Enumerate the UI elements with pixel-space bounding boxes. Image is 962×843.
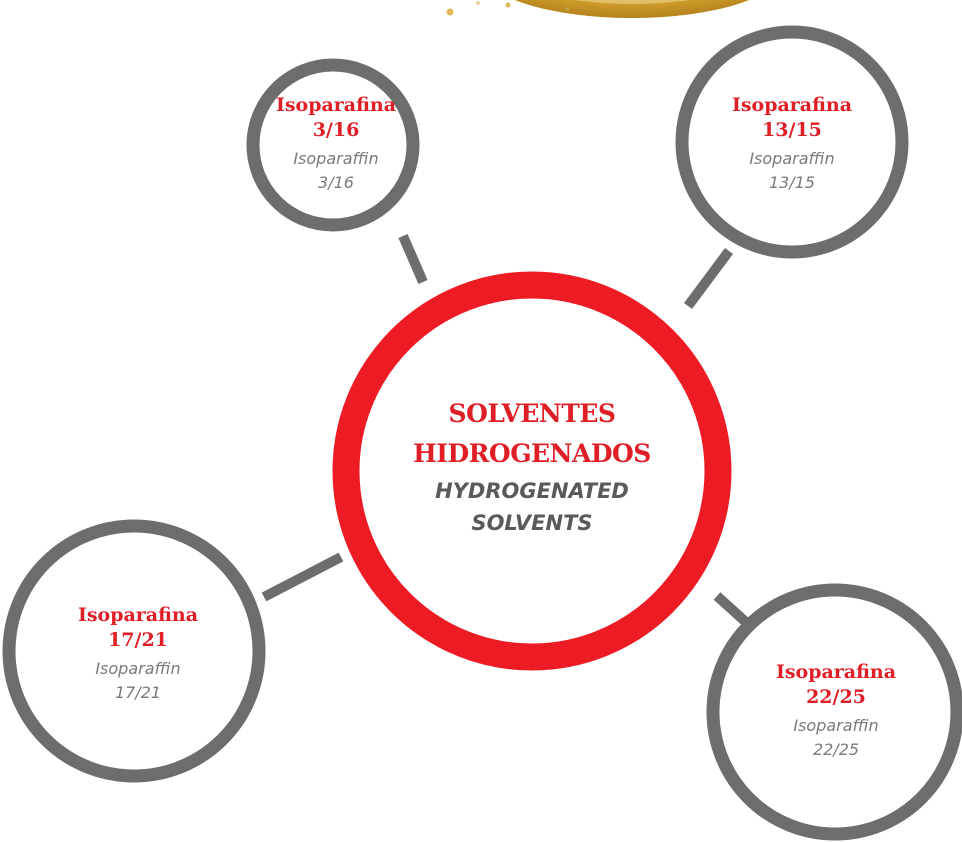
node-subtitle-line1: Isoparaffin: [293, 149, 379, 168]
center-subtitle-line2: SOLVENTS: [471, 511, 593, 535]
node-subtitle: Isoparaffin 22/25: [776, 714, 896, 762]
node-label-3-16: Isoparafina 3/16 Isoparaffin 3/16: [276, 93, 396, 195]
node-subtitle-line2: 17/21: [114, 683, 162, 702]
connector-3-16: [398, 234, 428, 284]
node-title-line1: Isoparafina: [775, 661, 897, 683]
connector-17-21: [261, 552, 344, 602]
center-title-line1: SOLVENTES: [448, 399, 616, 428]
node-title: Isoparafina 17/21: [78, 603, 198, 653]
center-subtitle: HYDROGENATED SOLVENTS: [413, 475, 651, 539]
center-label: SOLVENTES HIDROGENADOS HYDROGENATED SOLV…: [413, 394, 651, 539]
node-label-17-21: Isoparafina 17/21 Isoparaffin 17/21: [78, 603, 198, 705]
node-title-line2: 3/16: [312, 119, 360, 141]
node-subtitle-line1: Isoparaffin: [749, 149, 835, 168]
center-title: SOLVENTES HIDROGENADOS: [413, 394, 651, 474]
node-title: Isoparafina 3/16: [276, 93, 396, 143]
node-subtitle-line1: Isoparaffin: [95, 659, 181, 678]
node-ring-13-15: [675, 25, 909, 259]
connector-22-25: [713, 592, 752, 628]
node-subtitle: Isoparaffin 17/21: [78, 657, 198, 705]
node-title-line2: 17/21: [108, 629, 168, 651]
node-subtitle: Isoparaffin 13/15: [732, 147, 852, 195]
connector-13-15: [683, 248, 734, 309]
node-title-line1: Isoparafina: [731, 94, 853, 116]
node-title: Isoparafina 22/25: [776, 660, 896, 710]
node-title: Isoparafina 13/15: [732, 93, 852, 143]
node-ring-3-16: [246, 58, 420, 232]
node-title-line2: 22/25: [806, 686, 866, 708]
node-title-line1: Isoparafina: [77, 604, 199, 626]
node-subtitle-line2: 22/25: [812, 740, 860, 759]
node-subtitle-line2: 13/15: [768, 173, 816, 192]
node-ring-22-25: [706, 583, 962, 841]
center-subtitle-line1: HYDROGENATED: [435, 479, 629, 503]
gold-droplet-decoration: [446, 0, 750, 18]
node-label-22-25: Isoparafina 22/25 Isoparaffin 22/25: [776, 660, 896, 762]
node-subtitle-line1: Isoparaffin: [793, 716, 879, 735]
center-ring: [332, 271, 732, 671]
node-title-line1: Isoparafina: [275, 94, 397, 116]
node-title-line2: 13/15: [762, 119, 822, 141]
node-ring-17-21: [2, 519, 266, 783]
node-subtitle-line2: 3/16: [318, 173, 354, 192]
node-label-13-15: Isoparafina 13/15 Isoparaffin 13/15: [732, 93, 852, 195]
center-title-line2: HIDROGENADOS: [413, 439, 651, 468]
node-subtitle: Isoparaffin 3/16: [276, 147, 396, 195]
